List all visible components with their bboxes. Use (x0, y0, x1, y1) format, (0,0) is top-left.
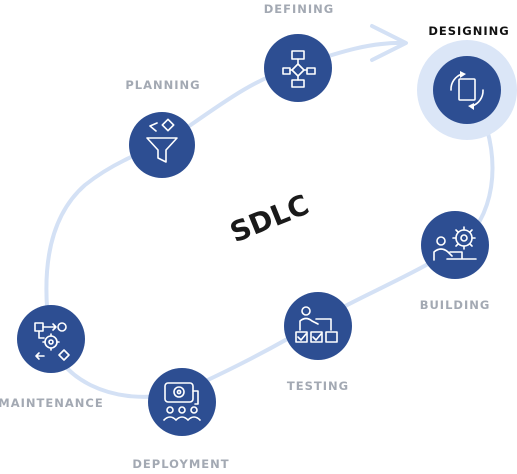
stage-deployment[interactable]: DEPLOYMENT (132, 368, 229, 471)
stage-maintenance[interactable]: MAINTENANCE (0, 305, 104, 410)
maintenance-flow-icon (34, 322, 70, 361)
stage-label: DESIGNING (428, 24, 509, 38)
funnel-icon (146, 118, 178, 163)
developer-gear-icon (433, 226, 477, 261)
document-cycle-icon (450, 71, 484, 110)
team-gear-chat-icon (163, 382, 201, 421)
cycle-path-left (44, 143, 184, 399)
stage-building[interactable]: BUILDING (420, 211, 491, 312)
tester-checklist-icon (295, 306, 338, 343)
center-title: SDLC (225, 188, 313, 249)
cycle-path-right (180, 88, 495, 394)
stage-designing[interactable]: DESIGNING (417, 24, 517, 140)
stage-label: BUILDING (420, 298, 491, 312)
stage-label: PLANNING (125, 78, 200, 92)
stage-label: TESTING (287, 379, 349, 393)
flowchart-icon (282, 50, 316, 88)
stage-defining[interactable]: DEFINING (264, 2, 335, 102)
stage-label: DEFINING (264, 2, 335, 16)
stage-planning[interactable]: PLANNING (125, 78, 200, 178)
cycle-arrowhead (370, 24, 408, 62)
stage-label: MAINTENANCE (0, 396, 104, 410)
stage-testing[interactable]: TESTING (284, 292, 352, 393)
stage-label: DEPLOYMENT (132, 457, 229, 471)
